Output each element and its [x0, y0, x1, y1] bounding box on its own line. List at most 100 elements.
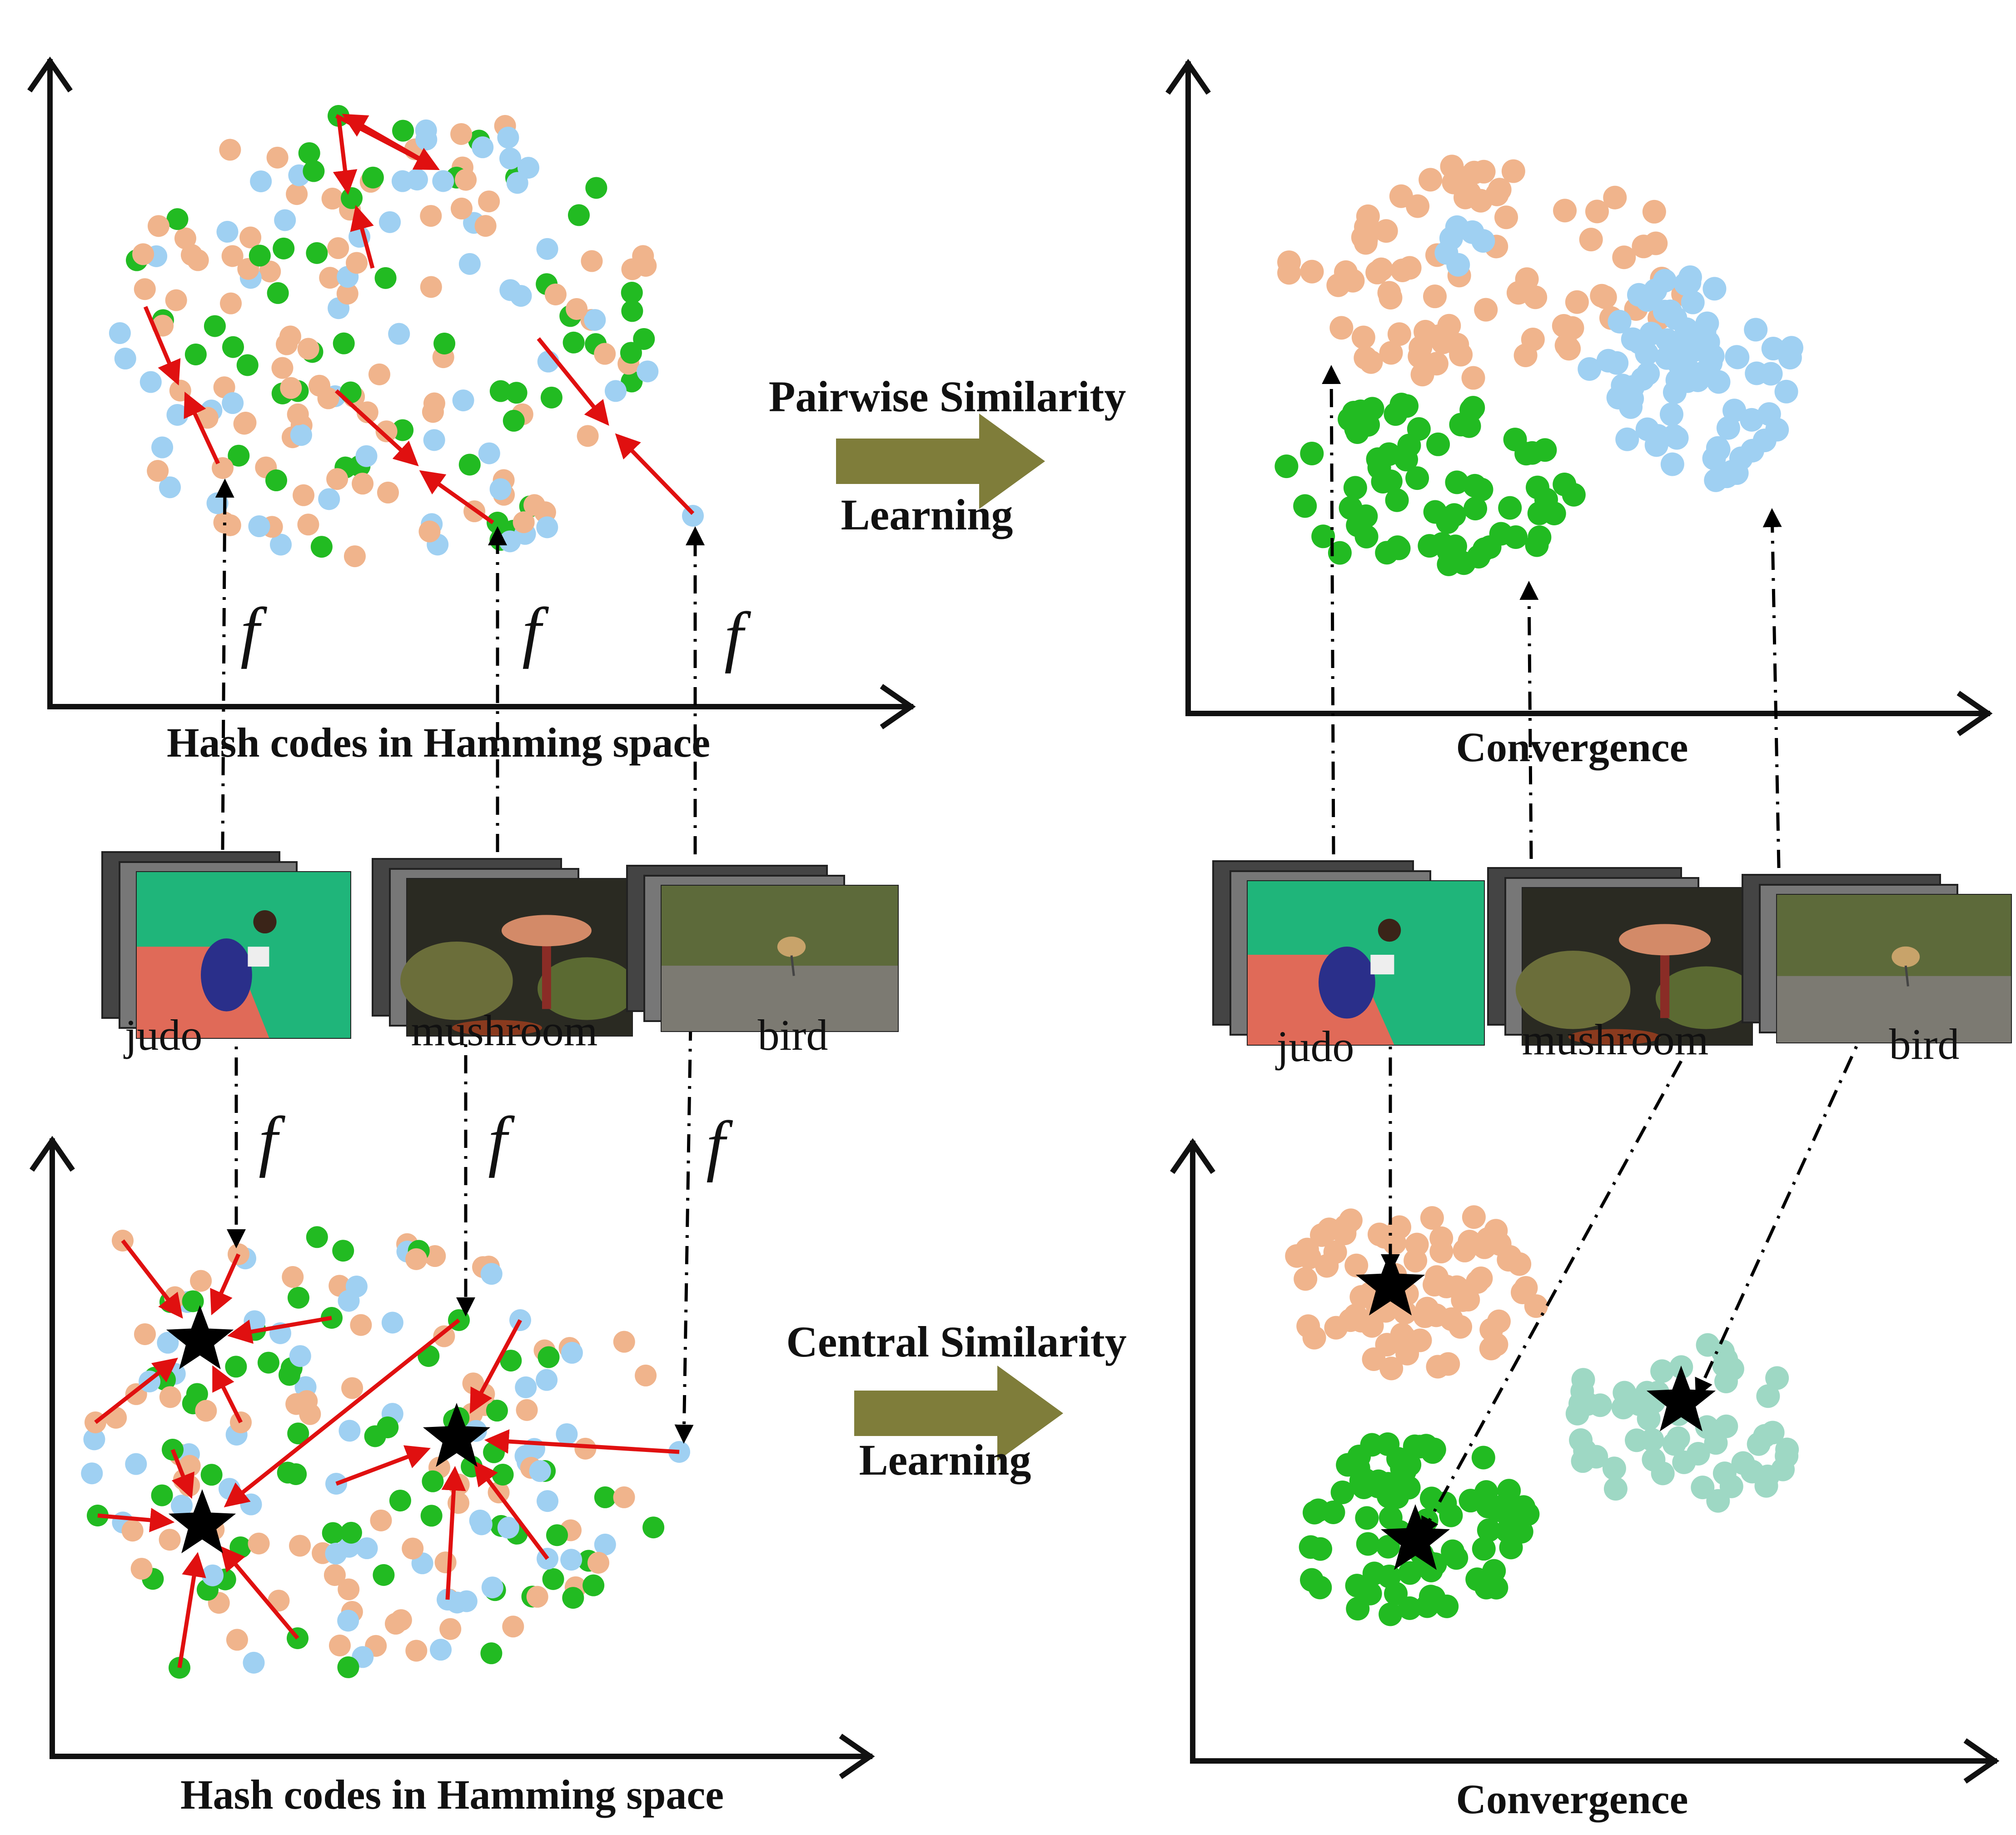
mushroom-point — [492, 1463, 514, 1486]
pairwise-hamming-plot — [27, 56, 916, 729]
pull-to-center-arrow — [121, 1239, 183, 1319]
bird-point — [139, 371, 162, 393]
similarity-arrows — [143, 114, 695, 524]
bird-point — [1670, 337, 1694, 361]
star-icon — [1380, 1504, 1450, 1570]
dash-dot-arrow-icon — [1519, 581, 1539, 859]
bird-point — [1745, 361, 1769, 385]
judo-point — [1585, 199, 1609, 224]
mushroom-point — [306, 1226, 328, 1248]
mushroom-point — [184, 343, 207, 365]
bird-point — [250, 170, 272, 193]
mushroom-point — [1542, 501, 1566, 525]
mushroom-point — [567, 204, 590, 226]
mushroom-point — [585, 177, 607, 199]
bird-point — [1707, 370, 1731, 394]
bird-point — [1765, 418, 1789, 442]
mushroom-point — [1503, 428, 1527, 452]
judo-point — [289, 1535, 311, 1557]
judo-point — [1524, 1294, 1548, 1318]
bird-point — [157, 1331, 179, 1354]
bird-point — [206, 492, 229, 514]
bird-point — [604, 380, 627, 402]
mushroom-point — [642, 1516, 665, 1539]
mushroom-leaves — [1655, 966, 1757, 1029]
bird-point — [1666, 1426, 1690, 1450]
judo-point — [279, 325, 301, 348]
mushroom-point — [503, 409, 525, 432]
label-mushroom-right: mushroom — [1522, 1015, 1709, 1064]
judo-point — [434, 1551, 457, 1574]
mushroom-point — [1415, 1594, 1439, 1618]
clustered-points — [1285, 1205, 1799, 1626]
bird-point — [536, 238, 558, 260]
judo-point — [174, 227, 196, 249]
judo-point — [1300, 259, 1324, 284]
judo-point — [390, 1609, 412, 1631]
bird-body — [1892, 946, 1920, 967]
bird-point — [1712, 1461, 1737, 1486]
mushroom-point — [1437, 552, 1461, 576]
bird-point — [379, 211, 401, 233]
axis-lines — [1190, 1141, 1997, 1764]
mushroom-image-stack — [372, 858, 637, 1037]
pull-to-center-arrow — [177, 1552, 206, 1668]
bird-point — [391, 170, 413, 192]
judo-point — [1354, 215, 1378, 239]
bird-point — [1619, 395, 1643, 419]
mushroom-point — [1355, 1506, 1379, 1530]
bird-point — [243, 1651, 265, 1674]
judo-point — [478, 190, 500, 213]
judo-point — [1565, 290, 1589, 314]
judo-point — [280, 377, 302, 399]
star-icon — [166, 1305, 234, 1370]
judo-point — [1476, 1227, 1500, 1251]
mushroom-leaves — [400, 942, 513, 1020]
judo-figure — [201, 938, 252, 1012]
mushroom-point — [1441, 1539, 1465, 1563]
bird-point — [1603, 1477, 1628, 1501]
mushroom-cap — [501, 915, 592, 947]
bird-point — [1658, 299, 1682, 324]
bird-point — [489, 478, 512, 500]
pairwise-title: Pairwise Similarity — [769, 372, 1126, 421]
mushroom-point — [1375, 541, 1399, 565]
mushroom-stem — [1660, 939, 1670, 1018]
mushroom-point — [204, 315, 226, 337]
bird-point — [478, 442, 500, 464]
judo-head — [1378, 918, 1401, 942]
mushroom-point — [505, 382, 528, 404]
judo-point — [613, 1331, 635, 1353]
mushroom-point — [433, 332, 456, 354]
judo-point — [352, 473, 374, 495]
hash-centers — [166, 1305, 491, 1554]
judo-point — [635, 1364, 657, 1386]
judo-point — [297, 338, 319, 360]
bird-point — [1471, 229, 1495, 253]
judo-point — [1389, 184, 1413, 208]
bird-point — [1744, 318, 1768, 342]
bird-point — [458, 253, 481, 275]
central-method-arrow — [854, 1366, 1063, 1461]
judo-point — [319, 267, 341, 289]
mushroom-ground — [1568, 1029, 1660, 1045]
mushroom-point — [1472, 1537, 1496, 1561]
judo-point — [350, 1314, 372, 1336]
mushroom-point — [422, 1470, 444, 1492]
judo-point — [1456, 1287, 1480, 1311]
bird-point — [337, 1610, 359, 1632]
bird-point — [274, 209, 296, 231]
judo-point — [1323, 1240, 1347, 1264]
bird-point — [109, 322, 131, 344]
converged-points — [1274, 155, 1803, 576]
axes — [1170, 1138, 2000, 1784]
bird-point — [170, 1495, 193, 1517]
bird-point — [1605, 351, 1629, 375]
judo-point — [1326, 273, 1350, 297]
mushroom-point — [1525, 475, 1549, 499]
dash-dot-arrow-icon — [1420, 1060, 1683, 1537]
mushroom-point — [1398, 1596, 1422, 1620]
judo-point — [195, 1400, 217, 1422]
bird-ground — [1777, 976, 2011, 1042]
f-symbol: f — [259, 1103, 285, 1178]
